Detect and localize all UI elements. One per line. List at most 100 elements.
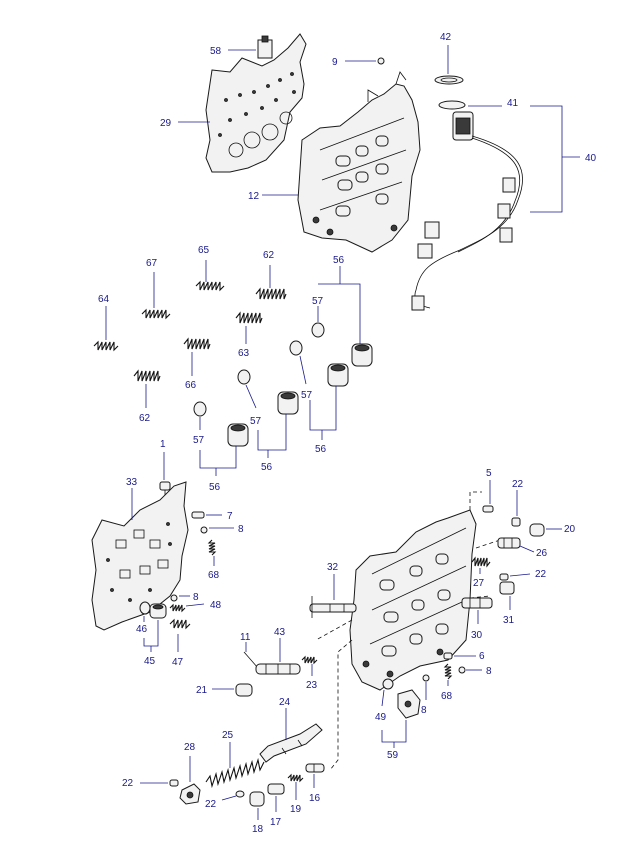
part-45-plug: [149, 603, 167, 619]
part-22-ring: [235, 790, 245, 798]
callout-40: 40: [585, 153, 597, 164]
callout-33: 33: [126, 477, 138, 488]
part-49-oring: [382, 678, 394, 690]
callout-18: 18: [252, 824, 264, 835]
callout-56-b: 56: [261, 462, 273, 473]
part-40-wiring-harness: [411, 135, 523, 311]
part-66-spring: [183, 337, 211, 350]
part-22-plug-a: [511, 517, 521, 527]
part-8-ball-c: [458, 666, 466, 674]
part-12-upper-valve-body: [297, 71, 421, 253]
callout-29: 29: [160, 118, 172, 129]
part-25-spring: [205, 757, 265, 789]
part-22-plug-c: [169, 779, 179, 787]
part-33-separator-plate: [91, 481, 189, 631]
part-7-pin: [191, 511, 205, 519]
part-64-spring: [93, 340, 119, 352]
part-lower-valve-body: [349, 509, 477, 691]
callout-21: 21: [196, 685, 208, 696]
part-8-ball-d: [422, 674, 430, 682]
part-63-spring: [235, 311, 263, 324]
callout-19: 19: [290, 804, 302, 815]
part-30-valve: [461, 597, 493, 609]
part-16-valve: [305, 763, 325, 773]
callout-49: 49: [375, 712, 387, 723]
callout-56-a: 56: [333, 255, 345, 266]
part-11-pin: [243, 651, 259, 669]
part-62-spring-upper: [255, 287, 287, 300]
callout-57-c: 57: [250, 416, 262, 427]
callout-42: 42: [440, 32, 452, 43]
part-26-valve: [497, 537, 521, 549]
part-27-spring: [471, 556, 491, 568]
callout-9: 9: [332, 57, 338, 68]
callout-59: 59: [387, 750, 399, 761]
callout-45: 45: [144, 656, 156, 667]
callout-8-b: 8: [193, 592, 199, 603]
callout-22-d: 22: [205, 799, 217, 810]
callout-6: 6: [479, 651, 485, 662]
callout-43: 43: [274, 627, 286, 638]
callout-56-c: 56: [315, 444, 327, 455]
callout-24: 24: [279, 697, 291, 708]
part-9-ball: [377, 57, 385, 65]
part-57-oring-c: [237, 369, 251, 385]
callout-12: 12: [248, 191, 260, 202]
part-56-plug-c: [277, 391, 299, 415]
part-47-spring: [169, 618, 191, 630]
callout-17: 17: [270, 817, 282, 828]
callout-22-a: 22: [512, 479, 524, 490]
part-18-plug: [249, 791, 265, 807]
callout-67: 67: [146, 258, 158, 269]
callout-27: 27: [473, 578, 485, 589]
part-32-valve: [309, 596, 357, 618]
callout-56-d: 56: [209, 482, 221, 493]
part-24-valve: [259, 723, 323, 763]
part-8-ball-b: [170, 594, 178, 602]
part-59-solenoid: [397, 689, 421, 719]
part-65-spring: [195, 280, 225, 292]
part-58-connector: [257, 35, 273, 59]
callout-23: 23: [306, 680, 318, 691]
callout-31: 31: [503, 615, 515, 626]
callout-1: 1: [160, 439, 166, 450]
part-62-spring-lower: [133, 369, 161, 382]
part-41-connector-body: [438, 100, 474, 141]
part-56-plug-d: [227, 423, 249, 447]
part-17-valve: [267, 783, 285, 795]
part-8-ball-a: [200, 526, 208, 534]
callout-26: 26: [536, 548, 548, 559]
callout-47: 47: [172, 657, 184, 668]
callout-66: 66: [185, 380, 197, 391]
part-57-oring-b: [289, 340, 303, 356]
part-28-plug: [179, 783, 201, 805]
callout-22-c: 22: [122, 778, 134, 789]
callout-11: 11: [240, 632, 251, 643]
callout-30: 30: [471, 630, 483, 641]
callout-32: 32: [327, 562, 339, 573]
callout-5: 5: [486, 468, 492, 479]
callout-57-d: 57: [193, 435, 205, 446]
callout-62-lower: 62: [139, 413, 151, 424]
part-67-spring: [141, 308, 171, 320]
callout-8-a: 8: [238, 524, 244, 535]
callout-16: 16: [309, 793, 321, 804]
part-57-oring-d: [193, 401, 207, 417]
callout-68-a: 68: [208, 570, 220, 581]
callout-8-d: 8: [421, 705, 427, 716]
part-56-plug-b: [327, 363, 349, 387]
part-43-valve: [255, 663, 301, 675]
part-56-plug-a: [351, 343, 373, 367]
callout-65: 65: [198, 245, 210, 256]
callout-64: 64: [98, 294, 110, 305]
callout-57-b: 57: [301, 390, 313, 401]
part-19-spring: [287, 773, 304, 783]
callout-8-c: 8: [486, 666, 492, 677]
callout-41: 41: [507, 98, 519, 109]
callout-58: 58: [210, 46, 222, 57]
part-1-screw: [159, 481, 171, 496]
part-21-plug: [235, 683, 253, 697]
callout-46: 46: [136, 624, 148, 635]
callout-68-b: 68: [441, 691, 453, 702]
